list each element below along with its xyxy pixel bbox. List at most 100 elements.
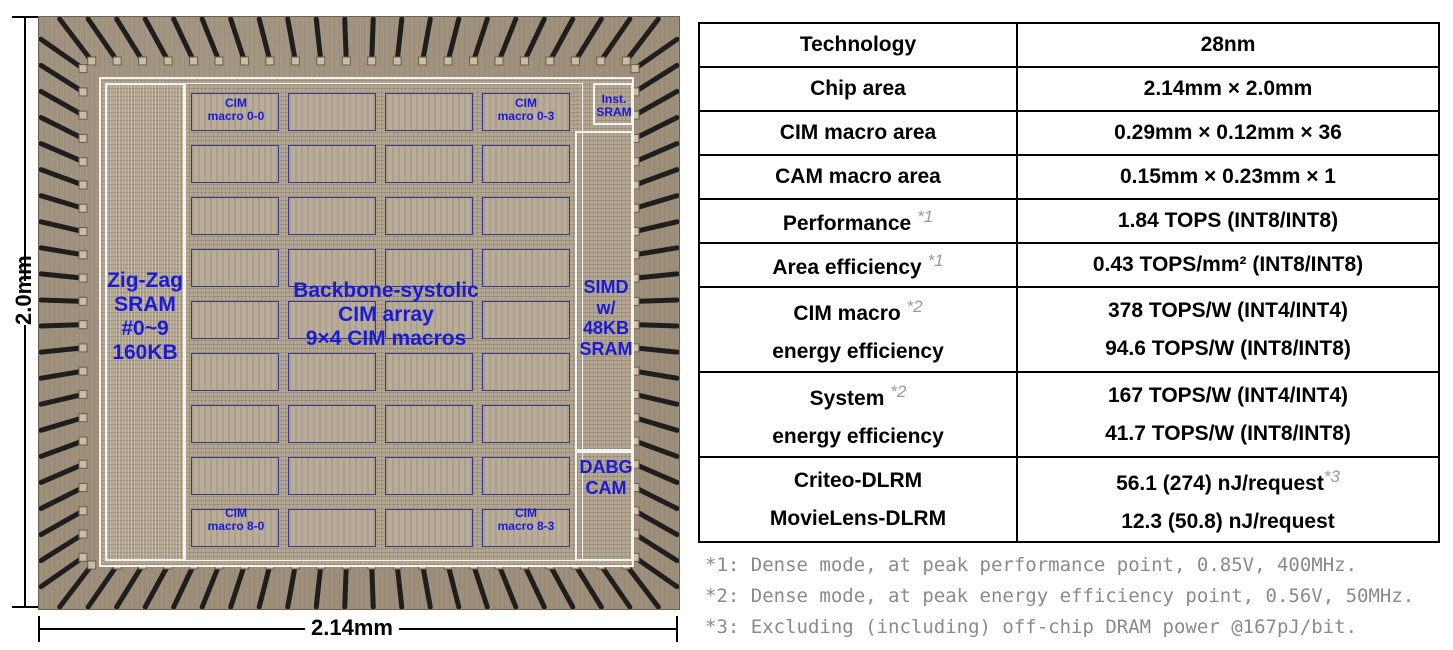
spec-footnote-ref: *1 [917, 206, 934, 226]
cim-macro [385, 457, 473, 495]
bond-wire [39, 36, 86, 72]
bond-wire [57, 17, 95, 64]
bond-wire [39, 391, 86, 407]
cim-macro [288, 249, 376, 287]
footnote-2: *2: Dense mode, at peak energy efficienc… [705, 585, 1415, 607]
bond-pad [78, 203, 88, 213]
bond-wire [369, 17, 376, 64]
cim-macro [482, 301, 570, 339]
spec-value-line: 2.14mm × 2.0mm [1026, 77, 1430, 101]
bond-pad [78, 110, 88, 120]
cim-macro [482, 405, 570, 443]
bond-pad [621, 56, 631, 66]
bond-wire [547, 17, 576, 64]
bond-wire [39, 193, 86, 211]
spec-value-line: 0.29mm × 0.12mm × 36 [1026, 121, 1430, 145]
spec-key: Technology [698, 22, 1018, 68]
bond-pad [78, 413, 88, 423]
bond-pad [469, 56, 479, 66]
cim-macro [288, 405, 376, 443]
bond-wire [445, 562, 462, 609]
spec-value: 0.15mm × 0.23mm × 1 [1016, 154, 1440, 200]
cim-macro [385, 353, 473, 391]
bond-pad [78, 506, 88, 516]
bond-pad [78, 552, 88, 562]
bond-wire [39, 167, 86, 188]
spec-value-line: 12.3 (50.8) nJ/request [1026, 503, 1430, 541]
cim-macro [191, 509, 279, 547]
bond-pad [78, 180, 88, 190]
cim-macro [482, 249, 570, 287]
bond-wire [632, 415, 679, 433]
cim-macro [385, 405, 473, 443]
bond-wire [632, 115, 679, 141]
spec-key-text: CIM macro area [779, 121, 937, 144]
bond-pad [78, 320, 88, 330]
bond-pad [78, 64, 88, 74]
cim-macro [288, 353, 376, 391]
bond-wire [632, 193, 679, 211]
spec-footnote-ref: *2 [906, 297, 923, 316]
bond-wire [313, 17, 324, 64]
bond-wire [199, 17, 222, 64]
bond-wire [623, 17, 661, 64]
bond-wire [39, 531, 86, 564]
spec-key-line: Technology [708, 33, 1008, 57]
bond-pad [87, 560, 97, 570]
bond-wire [39, 322, 86, 329]
spec-value-line: 0.43 TOPS/mm² (INT8/INT8) [1026, 253, 1430, 277]
cim-macro [482, 145, 570, 183]
bond-wire [632, 485, 679, 511]
footnote-1: *1: Dense mode, at peak performance poin… [705, 554, 1358, 576]
cim-macro [191, 249, 279, 287]
spec-key-line: CIM macro *2 [708, 288, 1008, 333]
spec-value-line: 28nm [1026, 33, 1430, 57]
spec-value: 28nm [1016, 22, 1440, 68]
spec-key-line: CAM macro area [708, 165, 1008, 189]
bond-wire [632, 554, 679, 590]
bond-wire [598, 17, 633, 64]
bond-wire [256, 562, 273, 609]
spec-key-text: System [809, 387, 885, 410]
spec-row: Area efficiency *1 0.43 TOPS/mm² (INT8/IN… [698, 242, 1440, 288]
macro-8-3-label: CIM macro 8-3 [497, 506, 555, 533]
bond-wire [39, 141, 86, 165]
spec-key-line: System *2 [708, 373, 1008, 418]
spec-value: 56.1 (274) nJ/request*3 12.3 (50.8) nJ/re… [1016, 456, 1440, 543]
bond-wire [85, 17, 120, 64]
bond-wire [471, 17, 490, 64]
cim-macro [385, 249, 473, 287]
bond-wire [39, 271, 86, 281]
bond-pad [78, 133, 88, 143]
bond-wire [420, 562, 433, 609]
bond-wire [632, 62, 679, 95]
macro-0-0-label: CIM macro 0-0 [207, 96, 265, 123]
spec-footnote-ref: *1 [927, 250, 944, 270]
bond-wire [142, 17, 171, 64]
spec-key-line: Area efficiency *1 [708, 251, 1008, 280]
bond-wire [313, 562, 324, 609]
bond-wire [521, 562, 547, 609]
cim-macro [482, 457, 570, 495]
bond-wire [39, 115, 86, 141]
spec-key-line: energy efficiency [708, 418, 1008, 456]
cim-macro [482, 93, 570, 131]
bond-pad [545, 56, 555, 66]
bond-wire [632, 531, 679, 564]
spec-value-text: 56.1 (274) nJ/request [1116, 472, 1324, 495]
inst-sram-label: Inst. SRAM [596, 92, 632, 119]
bond-wire [39, 415, 86, 433]
bond-wire [632, 322, 679, 329]
spec-value-text: 94.6 TOPS/W (INT8/INT8) [1105, 336, 1351, 360]
cim-macro [288, 301, 376, 339]
cim-macro [385, 197, 473, 235]
spec-footnote-ref: *3 [1323, 467, 1340, 486]
bond-wire [632, 461, 679, 485]
spec-key-text: Performance [782, 211, 912, 235]
bond-pad [570, 56, 580, 66]
bond-wire [572, 17, 604, 64]
bond-pad [78, 436, 88, 446]
cim-macro [288, 509, 376, 547]
